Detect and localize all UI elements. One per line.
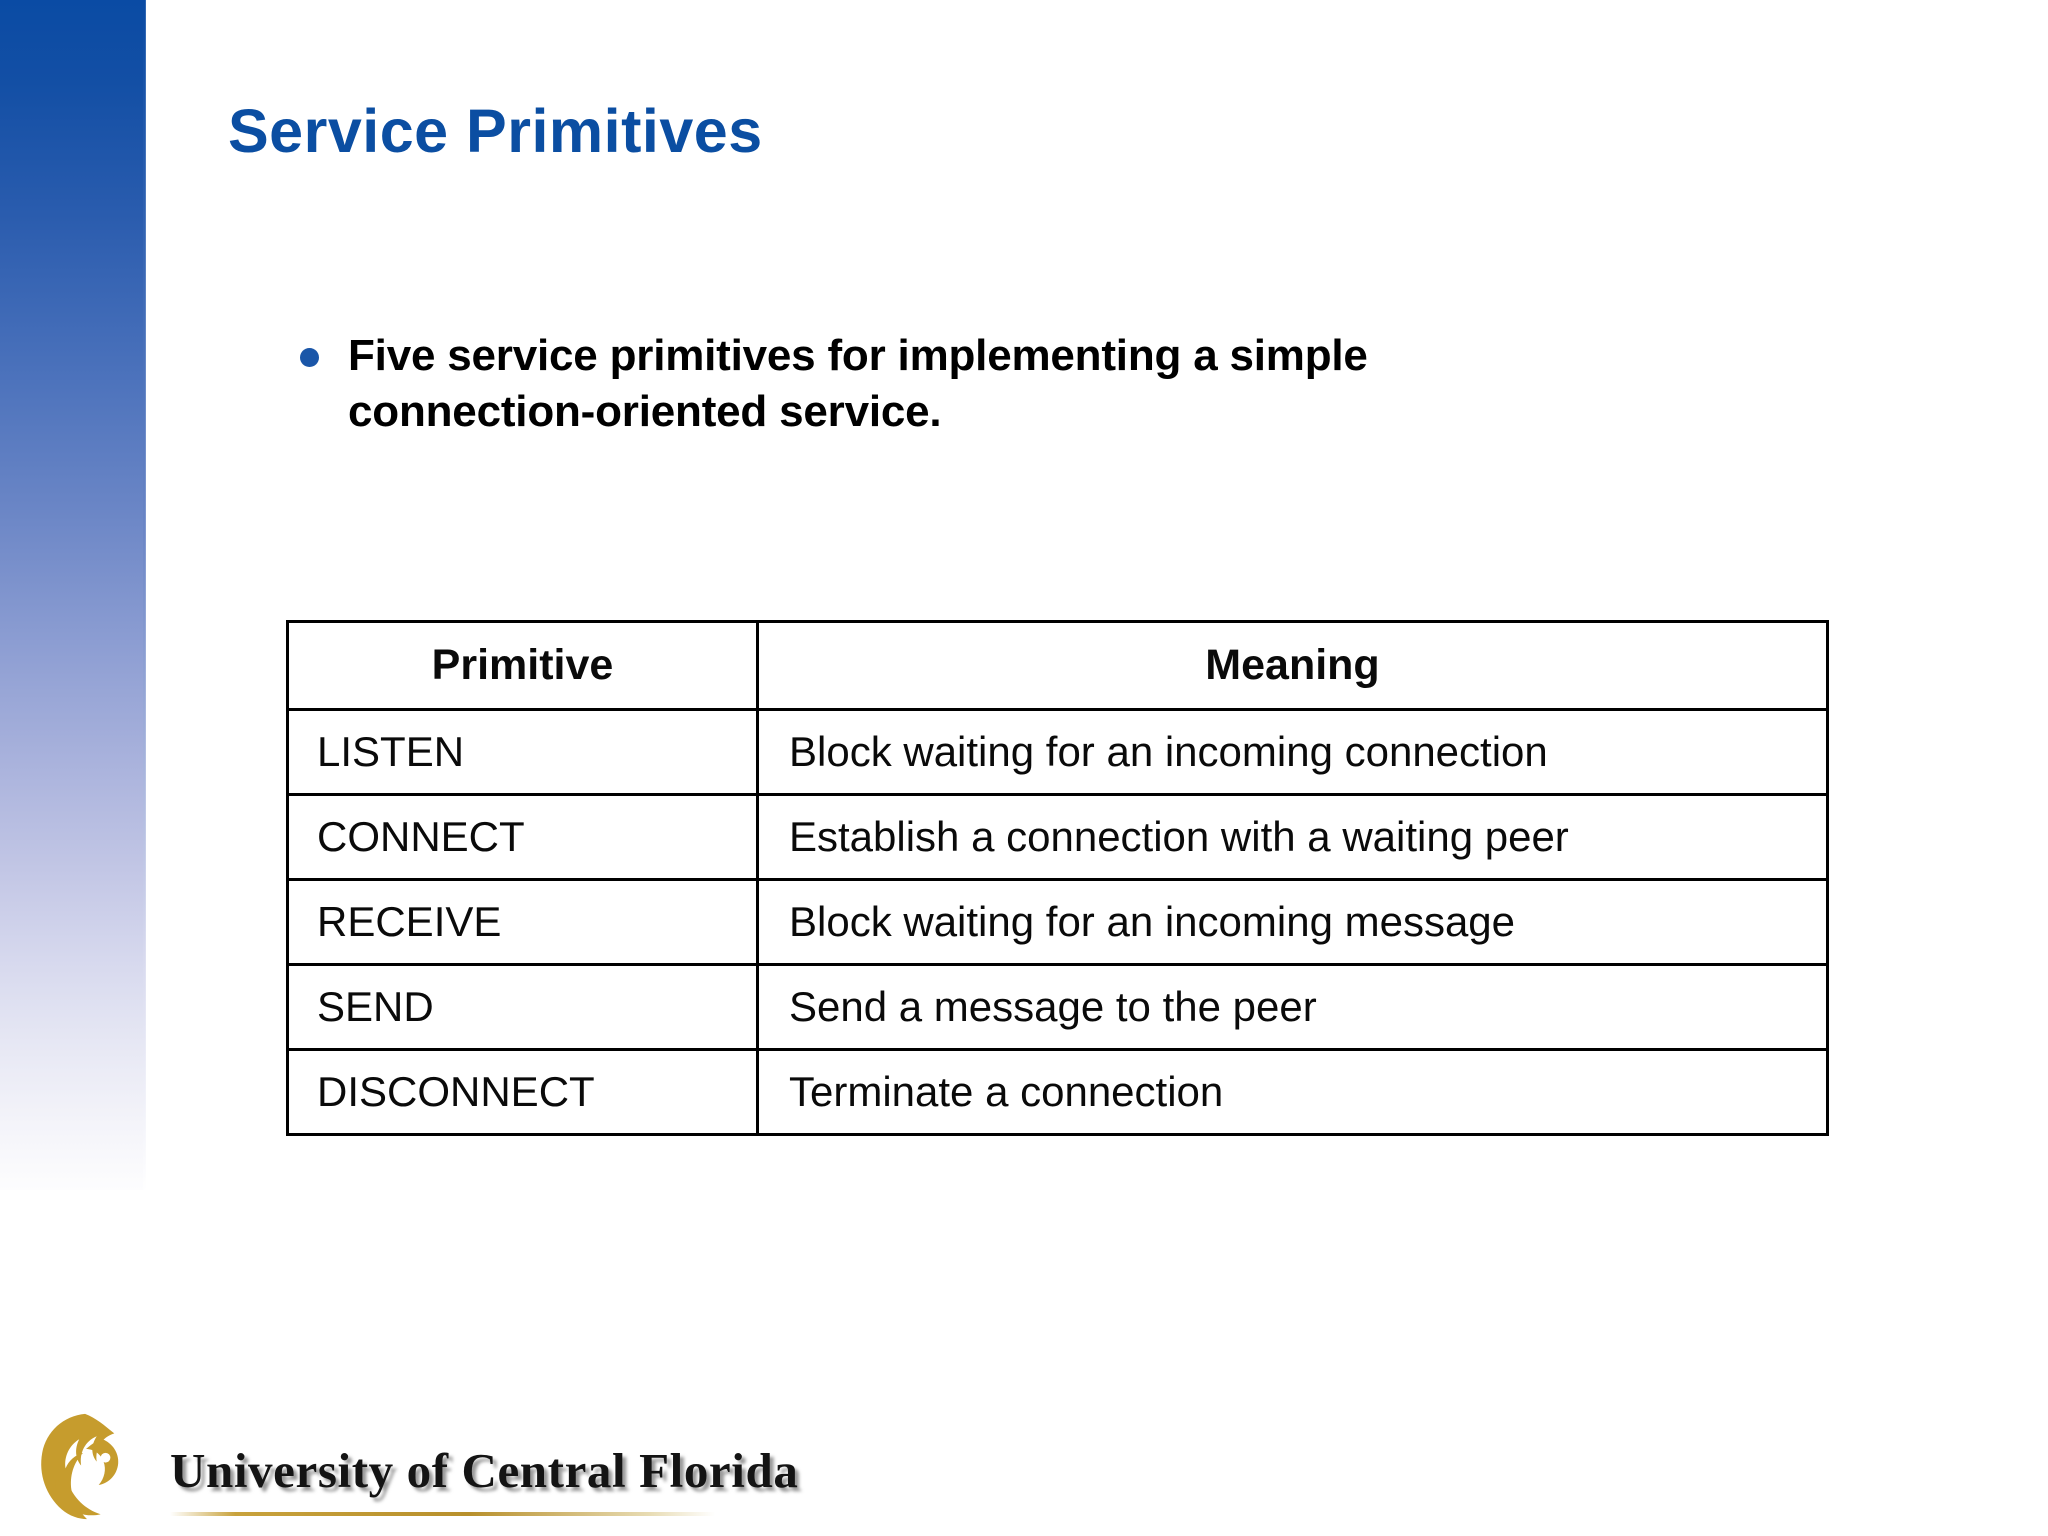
column-header-meaning: Meaning (756, 620, 1829, 711)
ucf-pegasus-logo-icon (41, 1413, 119, 1520)
slide-title: Service Primitives (228, 97, 763, 165)
cell-meaning: Establish a connection with a waiting pe… (756, 793, 1829, 881)
cell-primitive: SEND (286, 963, 759, 1051)
column-header-primitive: Primitive (286, 620, 759, 711)
left-accent-bar-edge (143, 0, 146, 1190)
cell-primitive: RECEIVE (286, 878, 759, 966)
bullet-dot-icon (300, 348, 319, 367)
left-accent-bar (0, 0, 145, 1190)
bullet-line-2: connection-oriented service. (348, 387, 942, 437)
cell-meaning: Block waiting for an incoming message (756, 878, 1829, 966)
service-primitives-table: Primitive Meaning LISTEN Block waiting f… (286, 620, 1829, 1136)
table-row: DISCONNECT Terminate a connection (286, 1048, 1829, 1136)
cell-meaning: Terminate a connection (756, 1048, 1829, 1136)
cell-primitive: LISTEN (286, 708, 759, 796)
cell-meaning: Send a message to the peer (756, 963, 1829, 1051)
footer-branding: University of Central Florida (20, 1404, 920, 1524)
cell-meaning: Block waiting for an incoming connection (756, 708, 1829, 796)
logo-underline (170, 1512, 715, 1516)
table-row: SEND Send a message to the peer (286, 963, 1829, 1051)
bullet-line-1: Five service primitives for implementing… (348, 331, 1368, 380)
table-header-row: Primitive Meaning (286, 620, 1829, 711)
institution-name: University of Central Florida (170, 1443, 799, 1498)
cell-primitive: DISCONNECT (286, 1048, 759, 1136)
bullet-text-block: Five service primitives for implementing… (348, 328, 1750, 441)
bullet-list-item: Five service primitives for implementing… (300, 328, 1750, 441)
table-row: LISTEN Block waiting for an incoming con… (286, 708, 1829, 796)
table-row: RECEIVE Block waiting for an incoming me… (286, 878, 1829, 966)
table-row: CONNECT Establish a connection with a wa… (286, 793, 1829, 881)
cell-primitive: CONNECT (286, 793, 759, 881)
